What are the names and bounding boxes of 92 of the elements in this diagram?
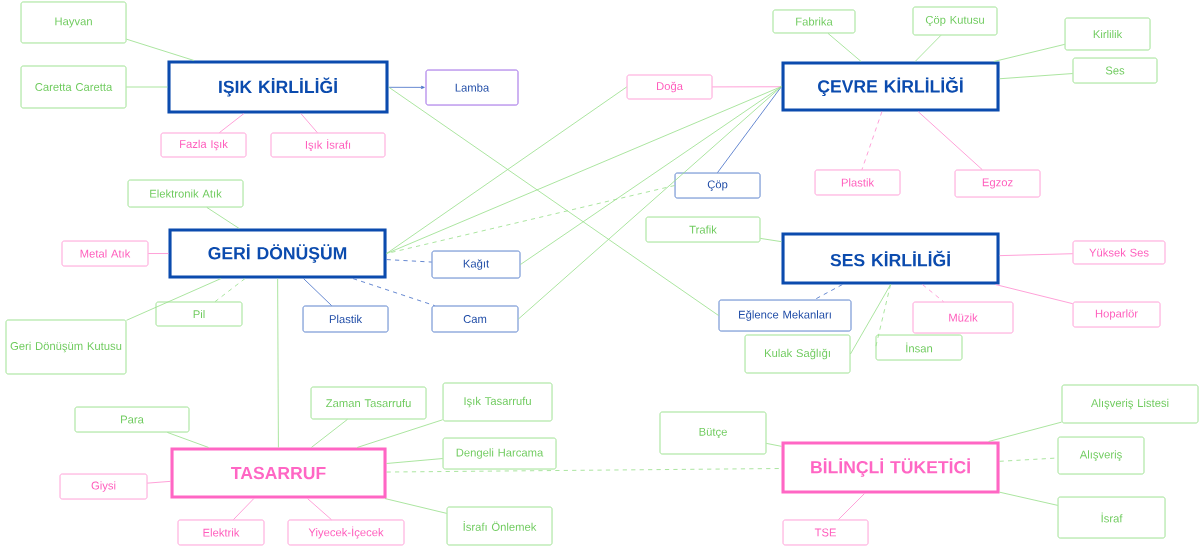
keyword-box: Plastik <box>814 169 901 196</box>
keyword-box: Işık İsrafı <box>270 132 386 158</box>
connector-line <box>999 73 1073 80</box>
keyword-box: Giysi <box>59 473 148 500</box>
connector-line <box>386 86 628 254</box>
connector-line <box>356 419 444 448</box>
connector-line <box>999 491 1059 506</box>
keyword-box: İsrafı Önlemek <box>446 506 553 546</box>
connector-line <box>214 278 246 302</box>
connector-line <box>148 253 169 254</box>
keyword-box: İsraf <box>1057 496 1166 539</box>
keyword-box: Egzoz <box>954 169 1041 198</box>
keyword-box: Çöp Kutusu <box>912 6 998 36</box>
keyword-box: Zaman Tasarrufu <box>310 386 427 420</box>
keyword-box: Kirlilik <box>1064 17 1151 51</box>
connector-line <box>760 238 782 243</box>
connector-line <box>814 284 843 301</box>
arrow <box>388 85 425 89</box>
topic-box: IŞIK KİRLİLİĞİ <box>167 60 389 114</box>
connector-line <box>300 113 318 133</box>
keyword-box: Alışveriş <box>1057 436 1145 475</box>
keyword-box: Lamba <box>425 69 519 106</box>
topic-box: ÇEVRE KİRLİLİĞİ <box>781 61 1000 112</box>
keyword-box: Plastik <box>302 305 389 333</box>
connector-line <box>999 253 1073 257</box>
keyword-box: Kulak Sağlığı <box>744 334 851 374</box>
keyword-box: Hoparlör <box>1072 301 1161 328</box>
connector-line <box>717 86 782 173</box>
keyword-box: Dengeli Harcama <box>442 437 557 470</box>
connector-line <box>233 498 255 520</box>
keyword-box: Caretta Caretta <box>20 65 127 109</box>
connector-line <box>518 86 782 320</box>
keyword-box: Pil <box>155 301 243 327</box>
keyword-box: Yiyecek-İçecek <box>287 519 405 546</box>
connector-line <box>388 86 719 316</box>
connector-line <box>520 86 782 265</box>
keyword-box: TSE <box>782 519 869 546</box>
keyword-box: Alışveriş Listesi <box>1061 384 1199 424</box>
connector-line <box>126 278 222 321</box>
keyword-box: Bütçe <box>659 411 767 455</box>
connector-line <box>206 207 240 229</box>
keyword-box: Geri Dönüşüm Kutusu <box>5 319 127 375</box>
connector-line <box>861 111 883 170</box>
connector-line <box>988 421 1062 442</box>
keyword-box: İnsan <box>875 334 963 361</box>
connector-line <box>277 278 279 448</box>
keyword-box: Işık Tasarrufu <box>442 382 553 422</box>
connector-line <box>875 284 891 348</box>
keyword-box: Fazla Işık <box>160 132 247 158</box>
keyword-box: Fabrika <box>772 9 856 34</box>
connector-line <box>766 442 782 447</box>
connector-line <box>126 38 195 61</box>
keyword-box: Ses <box>1072 57 1158 84</box>
connector-line <box>838 493 865 520</box>
keyword-box: Kağıt <box>431 250 521 279</box>
keyword-box: Elektronik Atık <box>127 179 244 208</box>
keyword-box: Yüksek Ses <box>1072 240 1166 265</box>
connector-line <box>993 43 1066 62</box>
keyword-box: Hayvan <box>20 1 127 44</box>
connector-line <box>219 113 245 133</box>
connector-line <box>914 35 942 62</box>
connector-line <box>126 86 168 88</box>
connector-line <box>386 458 444 464</box>
connector-line <box>995 284 1074 305</box>
connector-line <box>917 111 983 170</box>
connector-line <box>147 480 171 484</box>
topic-box: TASARRUF <box>170 447 387 499</box>
connector-line <box>999 457 1058 462</box>
connector-line <box>310 419 348 448</box>
keyword-box: Elektrik <box>177 519 265 546</box>
connector-line <box>303 278 332 306</box>
keyword-box: Çöp <box>674 172 761 199</box>
connector-line <box>352 278 435 306</box>
keyword-box: Doğa <box>626 74 713 100</box>
topic-box: SES KİRLİLİĞİ <box>781 232 1000 285</box>
connector-line <box>386 86 782 254</box>
connector-line <box>386 185 676 254</box>
keyword-box: Eğlence Mekanları <box>718 299 852 332</box>
connector-line <box>712 86 782 88</box>
keyword-box: Cam <box>431 305 519 333</box>
connector-line <box>922 284 944 303</box>
topic-box: BİLİNÇLİ TÜKETİCİ <box>781 441 1000 494</box>
connector-line <box>386 259 432 263</box>
keyword-box: Trafik <box>645 216 761 243</box>
connector-line <box>384 498 448 514</box>
keyword-box: Para <box>74 406 190 433</box>
keyword-box: Müzik <box>912 301 1014 334</box>
connector-line <box>307 498 332 520</box>
keyword-box: Metal Atık <box>61 240 149 267</box>
topic-box: GERİ DÖNÜŞÜM <box>168 228 387 279</box>
connector-line <box>850 284 891 355</box>
connector-line <box>827 33 862 62</box>
